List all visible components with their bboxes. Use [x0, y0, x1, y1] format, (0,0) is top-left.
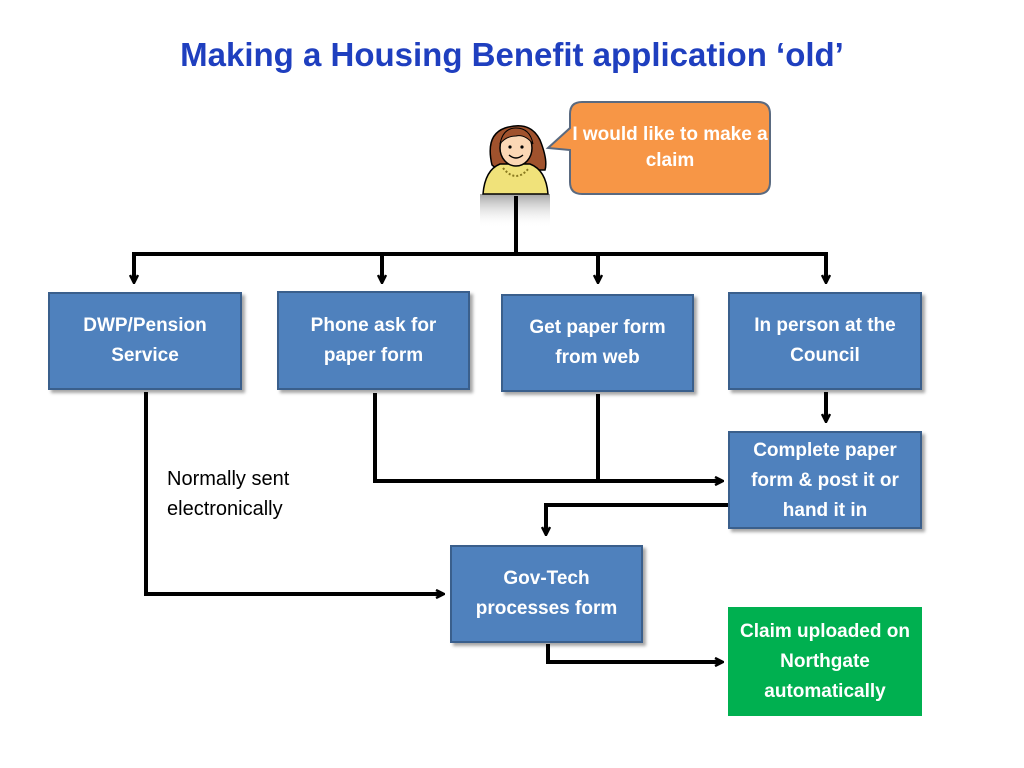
claim-uploaded-box: Claim uploaded on Northgate automaticall… — [728, 607, 922, 716]
arrow-complete-to-govtech — [546, 503, 728, 534]
govtech-processes-box: Gov-Tech processes form — [450, 545, 643, 643]
arrow-govtech-to-claim — [546, 644, 722, 662]
speech-bubble-text: I would like to make a claim — [572, 124, 768, 171]
page-title: Making a Housing Benefit application ‘ol… — [180, 36, 844, 73]
paper-form-web-box: Get paper form from web — [501, 294, 694, 392]
complete-paper-form-box: Complete paper form & post it or hand it… — [728, 431, 922, 529]
phone-paper-form-box: Phone ask for paper form — [277, 291, 470, 390]
woman-person-icon — [480, 125, 550, 228]
electronic-note: Normally sent electronically — [167, 468, 290, 520]
connector-lines — [134, 196, 826, 662]
arrow-dwp-to-govtech — [144, 392, 443, 594]
arrow-phone-to-complete — [373, 393, 722, 481]
in-person-council-box: In person at the Council — [728, 292, 922, 390]
dwp-pension-service-box: DWP/Pension Service — [48, 292, 242, 390]
speech-bubble — [545, 101, 771, 195]
